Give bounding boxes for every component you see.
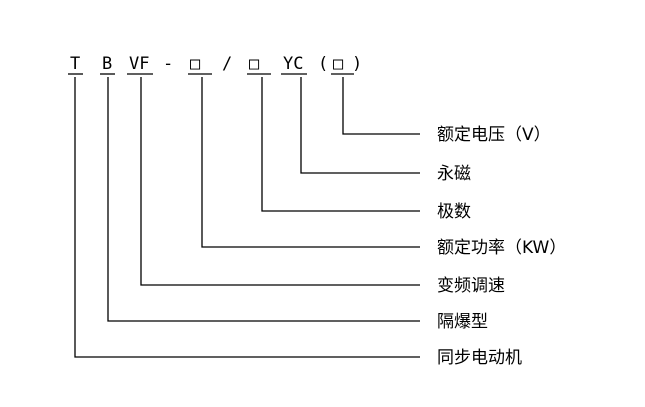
labels: 额定电压（V） 永磁 极数 额定功率（KW） 变频调速 隔爆型 同步电动机 <box>437 125 566 368</box>
leader-power <box>201 77 420 248</box>
leader-explosion-proof <box>107 77 420 322</box>
leader-voltage <box>342 77 420 135</box>
leader-synchronous-motor <box>74 77 420 358</box>
leader-lines <box>74 77 420 358</box>
label-rated-power: 额定功率（KW） <box>437 238 566 258</box>
leader-poles <box>261 77 420 212</box>
label-pole-count: 极数 <box>437 202 471 222</box>
code-t: T <box>70 54 80 74</box>
label-synchronous-motor: 同步电动机 <box>437 348 522 368</box>
code-b: B <box>102 54 112 74</box>
code-box-voltage: □ <box>333 54 344 74</box>
code-slash: / <box>222 54 232 74</box>
label-permanent-magnet: 永磁 <box>437 164 471 184</box>
model-code: T B VF - □ / □ YC ( □ ) <box>70 54 362 74</box>
code-vf: VF <box>129 54 149 74</box>
label-explosion-proof: 隔爆型 <box>437 312 488 332</box>
code-paren-close: ) <box>352 54 362 74</box>
leader-permanent-magnet <box>300 77 420 174</box>
code-dash: - <box>163 54 173 74</box>
code-box-power: □ <box>190 54 201 74</box>
leader-vf <box>140 77 420 286</box>
code-paren-open: ( <box>318 54 328 74</box>
label-rated-voltage: 额定电压（V） <box>437 125 551 145</box>
code-box-poles: □ <box>249 54 260 74</box>
code-yc: YC <box>283 54 303 74</box>
label-variable-frequency: 变频调速 <box>437 276 505 296</box>
